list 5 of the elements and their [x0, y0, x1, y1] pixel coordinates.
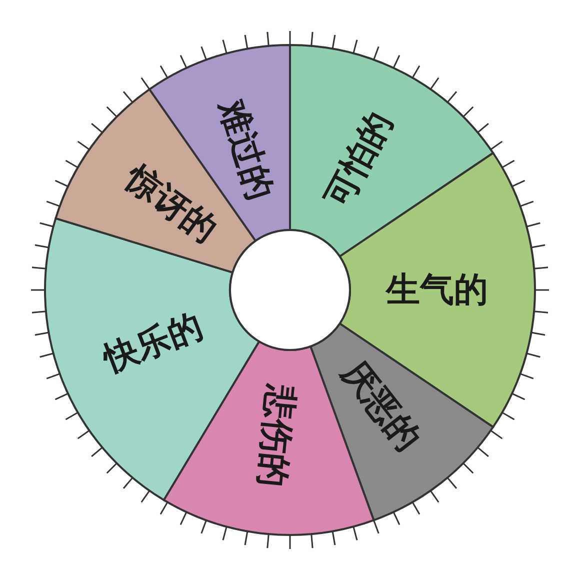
segment-label: 生气的 [386, 273, 488, 307]
segment-label: 悲伤的 [254, 384, 298, 489]
segment-label: 快乐的 [99, 308, 206, 377]
segment-label: 厌恶的 [336, 355, 426, 456]
segment-label: 可怕的 [320, 107, 398, 214]
